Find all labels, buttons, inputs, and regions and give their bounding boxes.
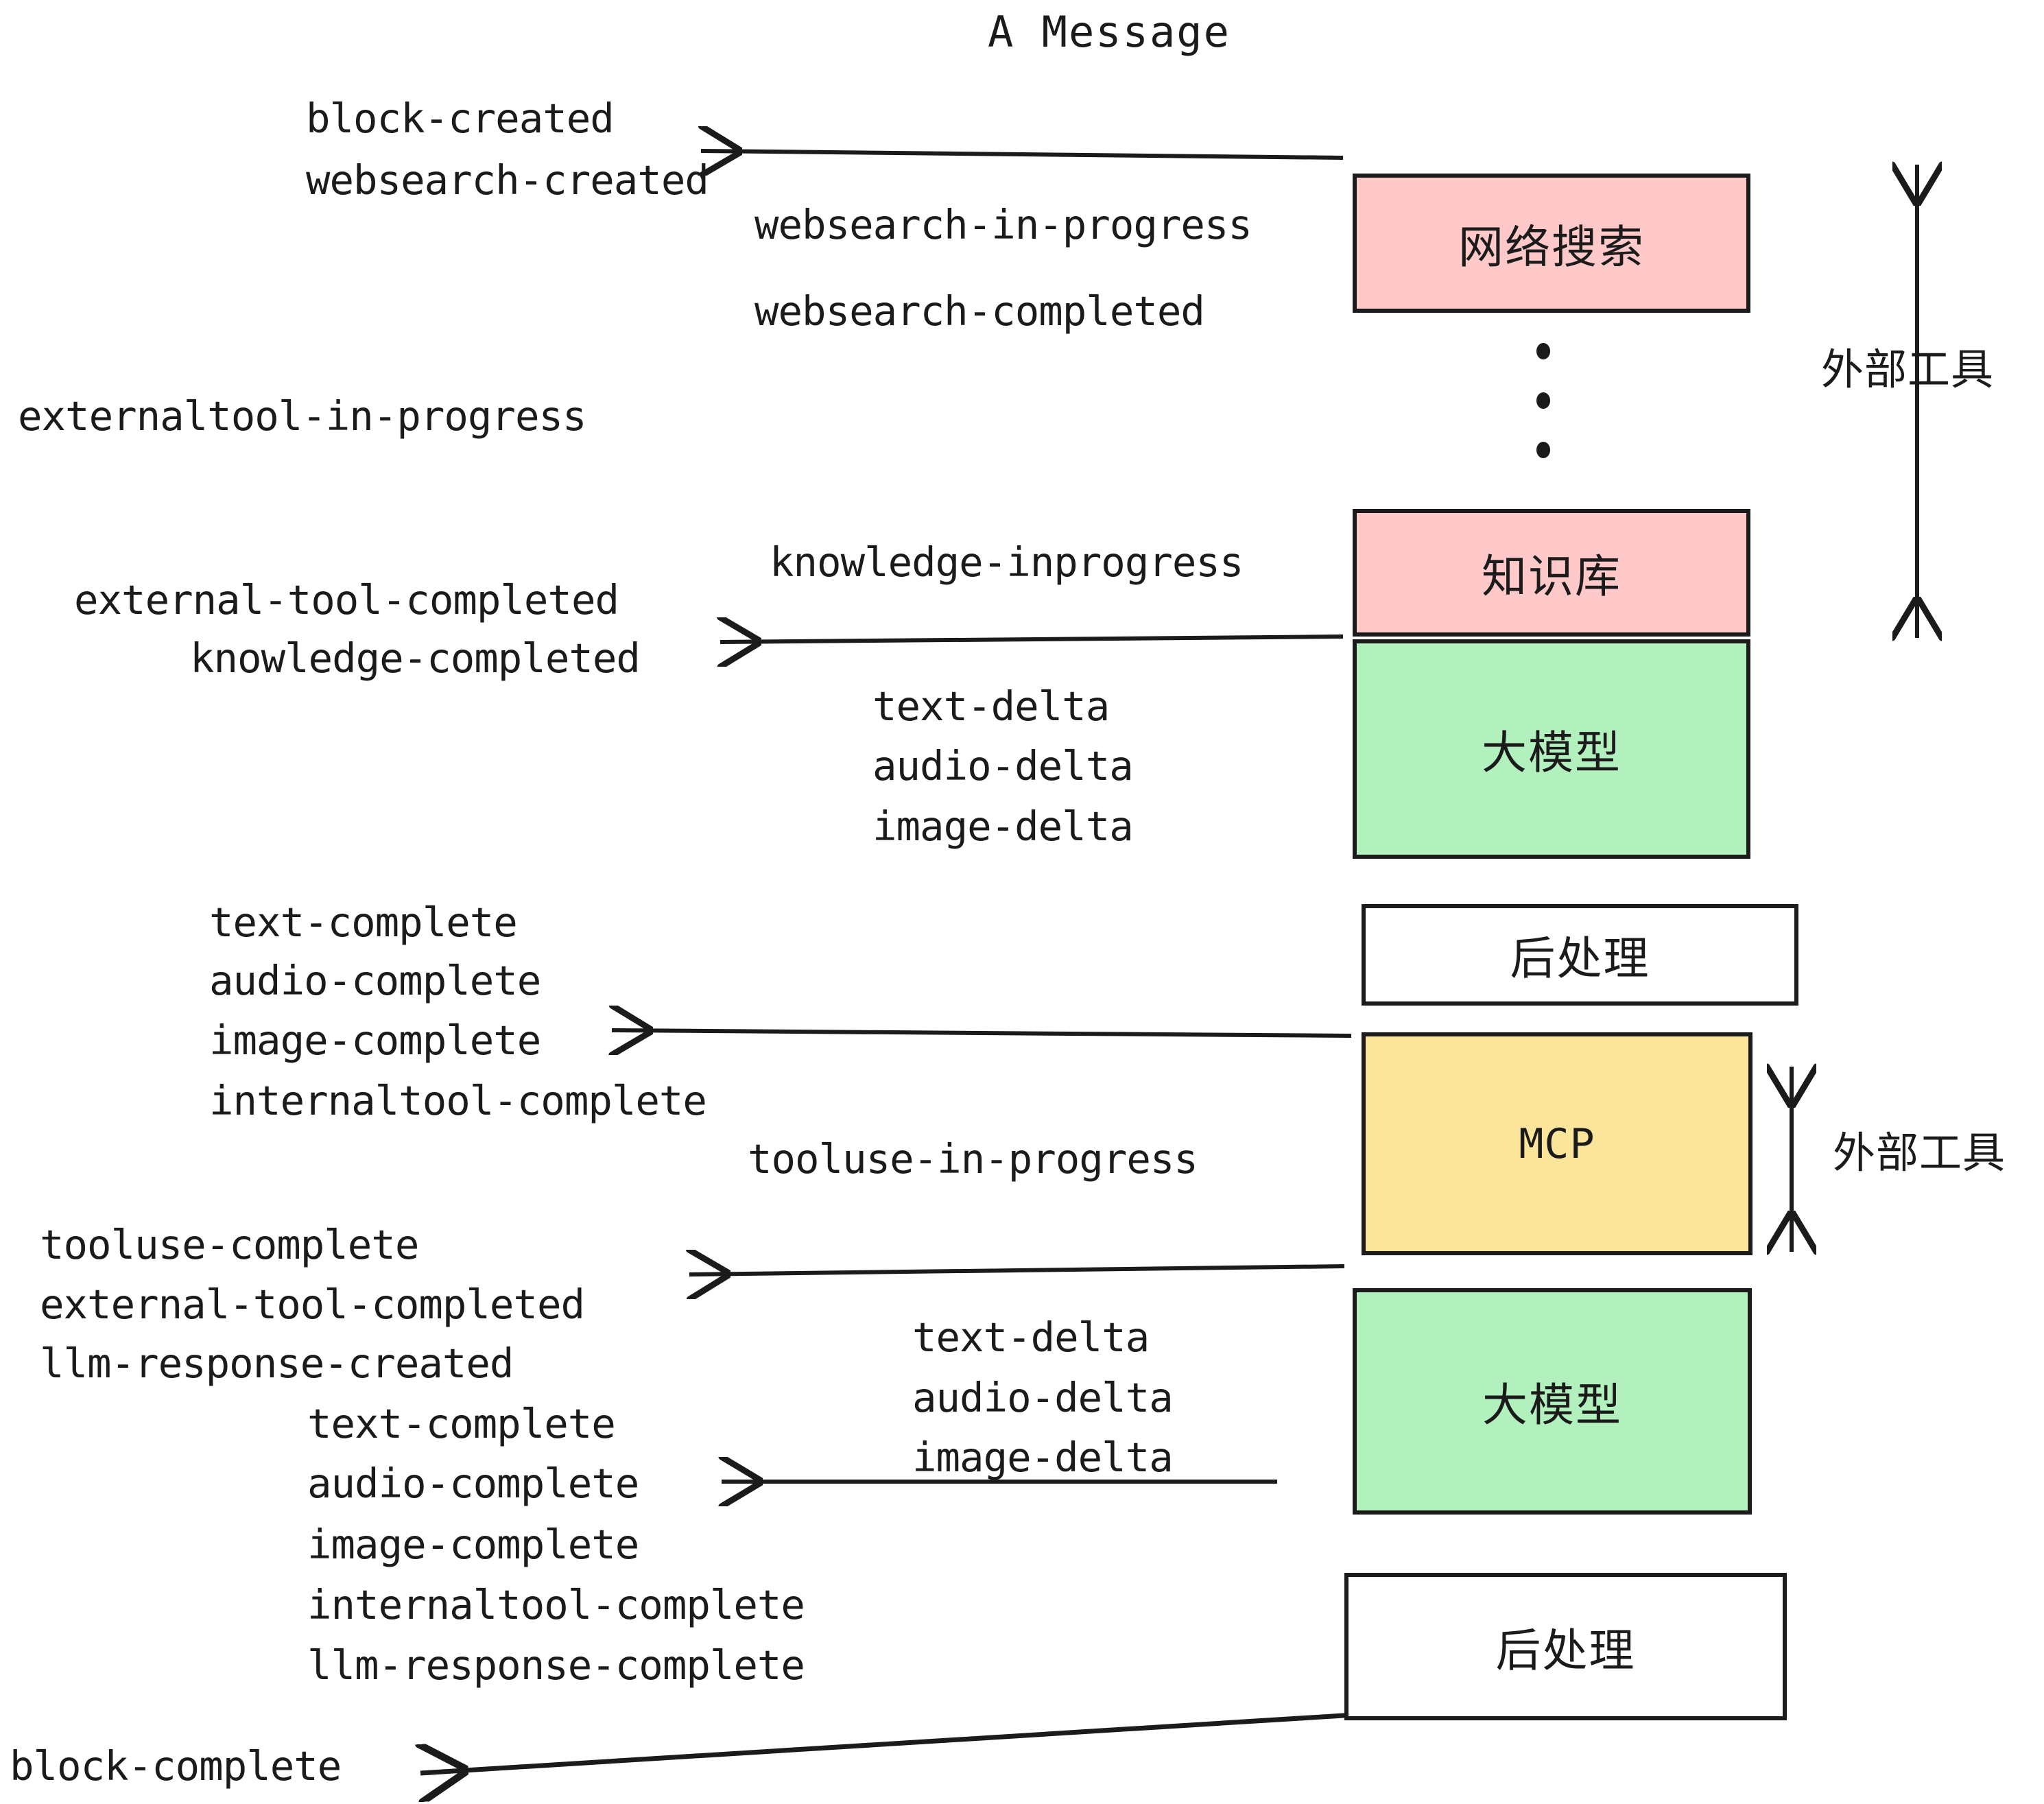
event-internaltool-complete-2: internaltool-complete <box>307 1581 805 1628</box>
event-text-complete-1: text-complete <box>209 899 518 946</box>
event-internaltool-complete-1: internaltool-complete <box>209 1077 707 1124</box>
event-block-created: block-created <box>306 95 615 142</box>
event-block-complete: block-complete <box>10 1742 342 1790</box>
arrow-postprocess-to-imagecomplete <box>612 1030 1352 1036</box>
event-externaltool-in-progress: externaltool-in-progress <box>18 392 587 440</box>
node-mcp-label: MCP <box>1519 1119 1595 1168</box>
event-image-delta-1: image-delta <box>872 803 1134 850</box>
node-postprocess-bottom-label: 后处理 <box>1495 1624 1636 1677</box>
event-knowledge-completed: knowledge-completed <box>190 634 641 682</box>
event-text-delta-2: text-delta <box>912 1314 1150 1361</box>
group-label-external-tool-top: 外部工具 <box>1821 344 1995 394</box>
page-title: A Message <box>988 7 1231 57</box>
event-image-delta-2: image-delta <box>912 1434 1174 1481</box>
event-audio-delta-2: audio-delta <box>912 1374 1174 1421</box>
event-websearch-completed: websearch-completed <box>754 287 1205 335</box>
event-tooluse-in-progress: tooluse-in-progress <box>748 1135 1198 1183</box>
arrow-postprocess-to-blockcomplete <box>420 1712 1355 1773</box>
node-knowledge-label: 知识库 <box>1482 550 1621 603</box>
event-llm-response-complete: llm-response-complete <box>307 1641 805 1689</box>
event-llm-response-created: llm-response-created <box>40 1340 514 1387</box>
node-llm-top-label: 大模型 <box>1482 726 1621 779</box>
event-image-complete-2: image-complete <box>307 1521 639 1568</box>
node-llm-bottom[interactable]: 大模型 <box>1353 1288 1752 1515</box>
event-websearch-in-progress: websearch-in-progress <box>754 201 1252 248</box>
event-knowledge-inprogress: knowledge-inprogress <box>770 538 1244 586</box>
event-external-tool-completed-1: external-tool-completed <box>74 576 619 624</box>
event-websearch-created: websearch-created <box>306 156 709 204</box>
arrow-knowledge-to-completed <box>720 637 1344 642</box>
node-mcp[interactable]: MCP <box>1362 1032 1752 1255</box>
event-external-tool-completed-2: external-tool-completed <box>40 1281 585 1328</box>
event-text-delta-1: text-delta <box>872 683 1110 730</box>
node-websearch[interactable]: 网络搜索 <box>1353 174 1750 313</box>
event-audio-complete-1: audio-complete <box>209 957 541 1004</box>
node-llm-top[interactable]: 大模型 <box>1353 639 1750 859</box>
event-tooluse-complete: tooluse-complete <box>40 1221 419 1268</box>
node-knowledge[interactable]: 知识库 <box>1353 509 1750 637</box>
group-label-external-tool-bottom: 外部工具 <box>1833 1128 2006 1178</box>
event-text-complete-2: text-complete <box>307 1400 616 1447</box>
node-postprocess-top-label: 后处理 <box>1510 932 1650 985</box>
event-audio-complete-2: audio-complete <box>307 1460 639 1507</box>
node-llm-bottom-label: 大模型 <box>1482 1379 1622 1432</box>
arrow-websearch-to-blockcreated <box>701 151 1344 158</box>
event-audio-delta-1: audio-delta <box>872 742 1134 790</box>
ellipsis-dots <box>1536 343 1550 491</box>
node-websearch-label: 网络搜索 <box>1458 220 1645 274</box>
arrow-mcp-to-toolusecomplete <box>689 1266 1345 1274</box>
node-postprocess-top[interactable]: 后处理 <box>1362 904 1798 1006</box>
node-postprocess-bottom[interactable]: 后处理 <box>1344 1573 1787 1720</box>
event-image-complete-1: image-complete <box>209 1017 541 1064</box>
